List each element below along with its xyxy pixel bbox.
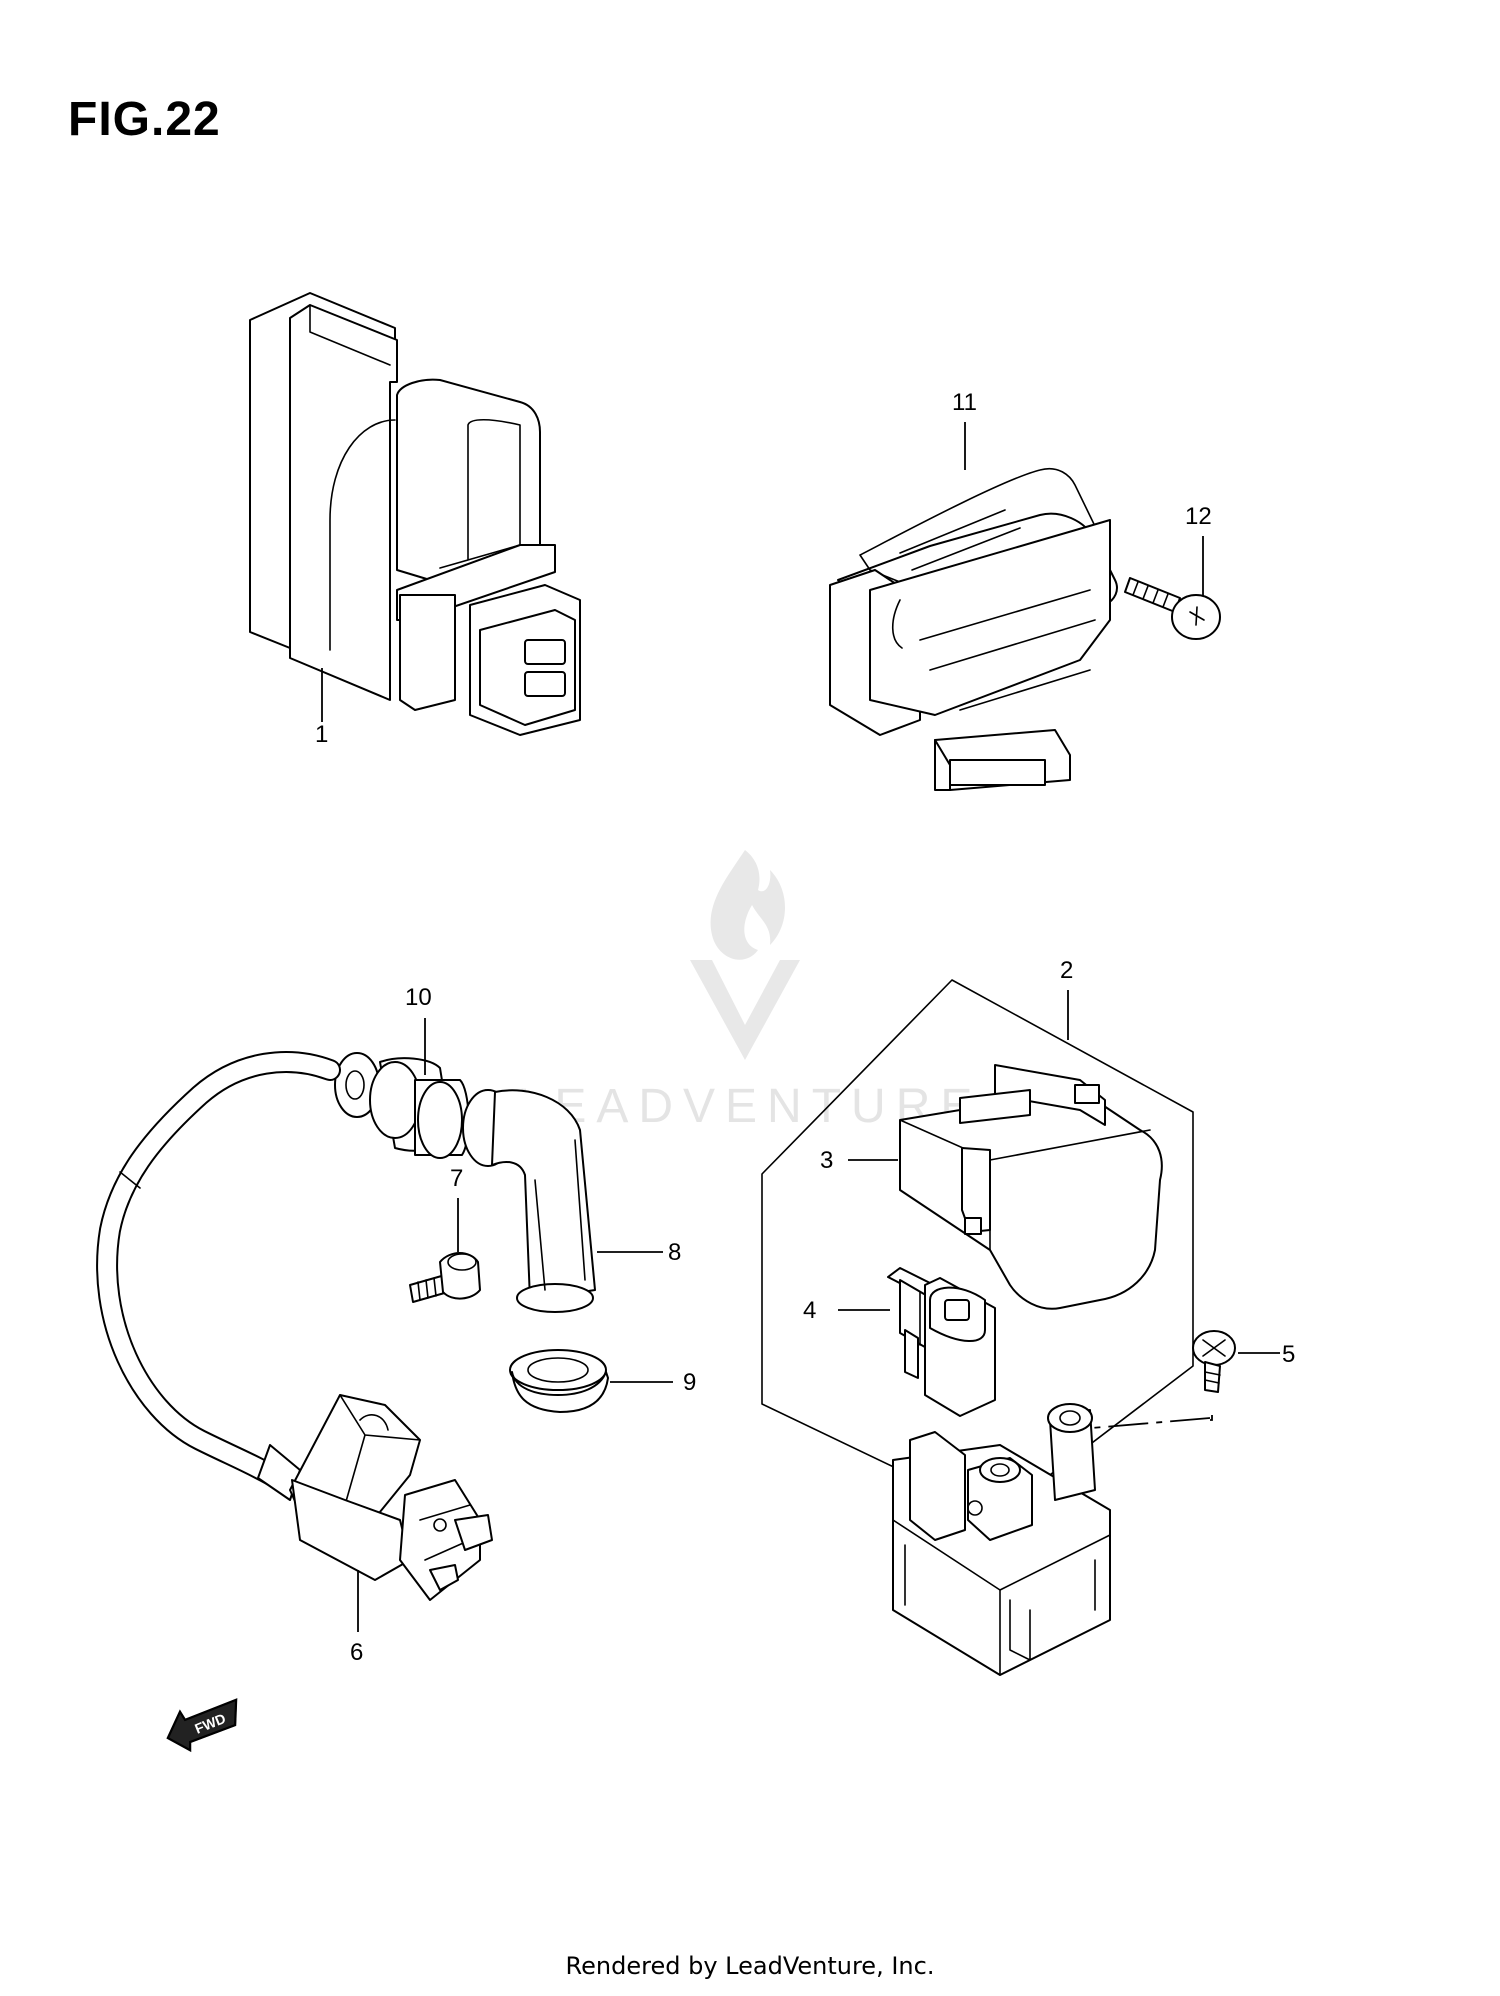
part-11-regulator-rectifier: [829, 467, 1118, 791]
part-6-ignition-coil: [96, 1051, 493, 1601]
part-7-bolt: [409, 1252, 481, 1303]
footer-credit: Rendered by LeadVenture, Inc.: [565, 1952, 935, 1980]
part-2-starter-relay-assembly: [761, 979, 1194, 1517]
figure-title: FIG.22: [68, 93, 221, 146]
callout-5: 5: [1282, 1341, 1295, 1368]
part-1-igniter-unit: [249, 292, 581, 736]
callout-2: 2: [1060, 957, 1073, 984]
part-12-bolt: [1124, 577, 1221, 640]
callout-1: 1: [315, 721, 328, 748]
watermark-logo: LEADVENTURE: [518, 850, 983, 1133]
callout-10: 10: [405, 984, 432, 1011]
part-3-relay-cover: [899, 1064, 1163, 1310]
callout-4: 4: [803, 1297, 816, 1324]
starter-relay-body: [892, 1277, 1111, 1676]
callout-12: 12: [1185, 503, 1212, 530]
callout-6: 6: [350, 1639, 363, 1666]
part-9-seal-ring: [509, 1349, 609, 1413]
part-10-plug-cap-rubber: [334, 1052, 470, 1159]
callout-9: 9: [683, 1369, 696, 1396]
watermark-text: LEADVENTURE: [518, 1080, 983, 1133]
callout-8: 8: [668, 1239, 681, 1266]
callout-11: 11: [952, 389, 977, 416]
callout-7: 7: [450, 1165, 463, 1192]
part-8-plug-cap: [462, 1089, 596, 1313]
callout-3: 3: [820, 1147, 833, 1174]
part-5-screw: [1192, 1330, 1236, 1393]
fwd-direction-arrow: FWD: [166, 1698, 238, 1753]
